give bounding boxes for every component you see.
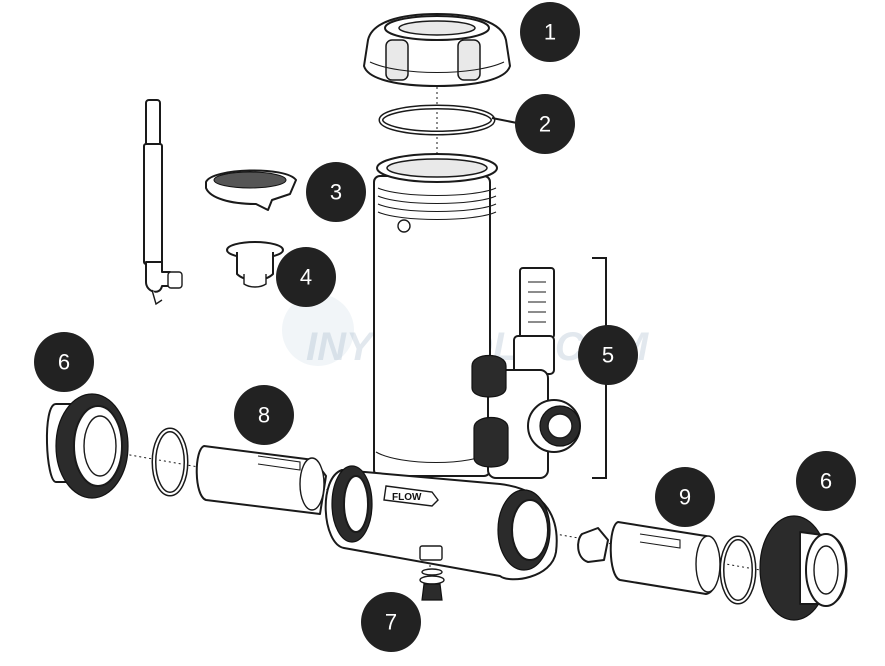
- callout-9: 9: [655, 467, 715, 527]
- callout-6-right: 6: [796, 451, 856, 511]
- callout-2: 2: [515, 94, 575, 154]
- part-cap: [363, 13, 511, 87]
- callout-label: 3: [330, 180, 342, 205]
- part-union-nut-right: [759, 515, 848, 621]
- watermark-logo-icon: [282, 294, 354, 366]
- callout-label: 2: [539, 112, 551, 137]
- part-o-ring-right: [719, 535, 757, 605]
- callout-label: 8: [258, 403, 270, 428]
- part-tailpiece-left: [195, 445, 327, 515]
- part-drain-plug: [419, 568, 445, 601]
- callout-7: 7: [361, 592, 421, 652]
- part-union-nut-left: [45, 393, 129, 499]
- part-valve-insert: [226, 241, 284, 288]
- callout-6-left: 6: [34, 332, 94, 392]
- callout-label: 6: [820, 469, 832, 494]
- callout-5: 5: [578, 325, 638, 385]
- flow-arrow-icon: [383, 485, 439, 507]
- flow-label: FLOW: [392, 492, 422, 503]
- part-dip-tube: [143, 99, 183, 306]
- callout-label: 7: [385, 610, 397, 635]
- callout-3: 3: [306, 162, 366, 222]
- part-tailpiece-right: [577, 521, 721, 595]
- callout-label: 6: [58, 350, 70, 375]
- part-o-ring-left: [151, 427, 189, 497]
- part-base-manifold: FLOW: [324, 465, 558, 581]
- callout-1: 1: [520, 2, 580, 62]
- callout-label: 9: [679, 485, 691, 510]
- part-chamber-body: [373, 153, 498, 477]
- callout-label: 5: [602, 343, 614, 368]
- callout-4: 4: [276, 247, 336, 307]
- callout-label: 1: [544, 20, 556, 45]
- part-o-ring-top: [378, 104, 496, 136]
- part-control-valve: [471, 267, 581, 479]
- callout-8: 8: [234, 385, 294, 445]
- callout-label: 4: [300, 265, 312, 290]
- part-screen: [205, 169, 297, 211]
